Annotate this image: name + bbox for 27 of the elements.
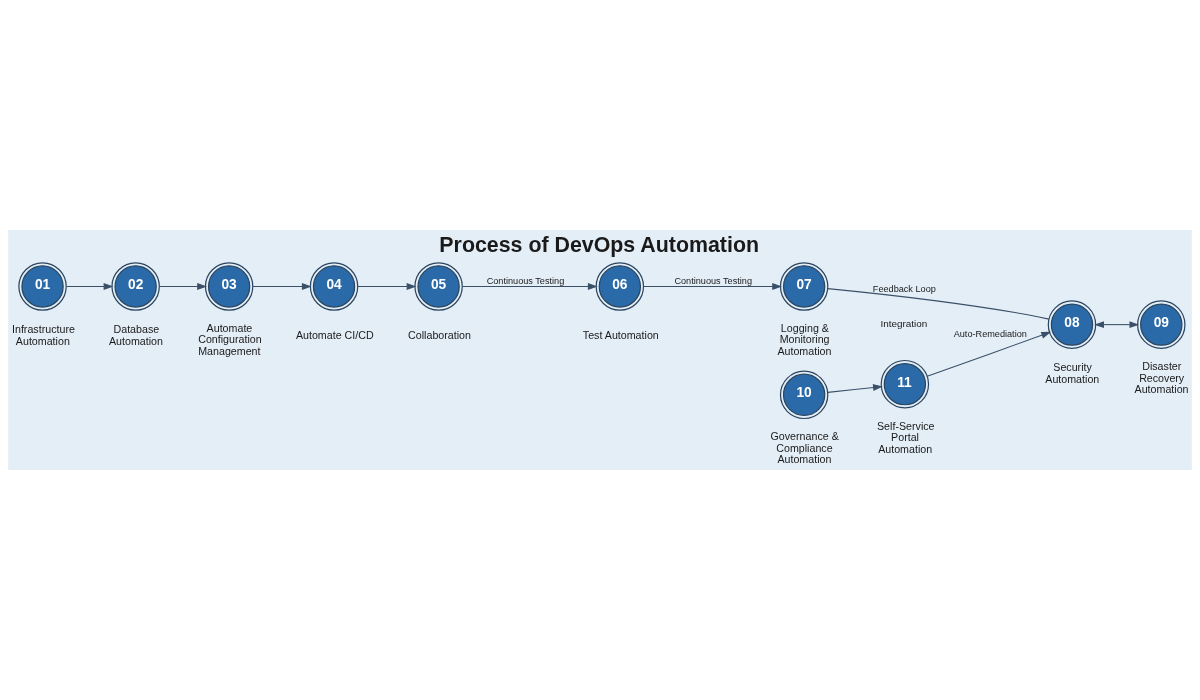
- node-label: Security Automation: [1045, 361, 1100, 385]
- connector: [827, 288, 1050, 320]
- arrow: [827, 384, 883, 393]
- node-label: Infrastructure Automation: [12, 323, 75, 347]
- node-label: Logging & Monitoring Automation: [777, 322, 832, 357]
- arrow: [158, 283, 207, 290]
- node-label: Disaster Recovery Automation: [1134, 360, 1189, 396]
- node-label: Test Automation: [582, 328, 659, 341]
- label: Integration: [880, 318, 928, 330]
- arrow: [643, 283, 783, 290]
- arrow: [252, 283, 312, 290]
- node-label: Self-Service Portal Automation: [877, 419, 935, 455]
- node-label: Governance & Compliance Automation: [770, 430, 839, 466]
- edge-label: Continuous Testing: [486, 275, 565, 286]
- arrow: [65, 283, 114, 290]
- node-label: Collaboration: [408, 328, 471, 341]
- arrow: [1094, 321, 1140, 329]
- edge-label: Auto-Remediation: [953, 329, 1027, 340]
- arrow: [357, 283, 417, 290]
- edge-label: Continuous Testing: [674, 275, 752, 286]
- edge-label: Feedback Loop: [872, 283, 936, 294]
- diagram-title: Process of DevOps Automation: [439, 233, 760, 258]
- node-label: Automate CI/CD: [295, 328, 374, 341]
- arrow: [461, 283, 598, 290]
- node-label: Automate Configuration Management: [198, 322, 262, 357]
- arrow: [926, 331, 1052, 377]
- node-label: Database Automation: [108, 323, 163, 347]
